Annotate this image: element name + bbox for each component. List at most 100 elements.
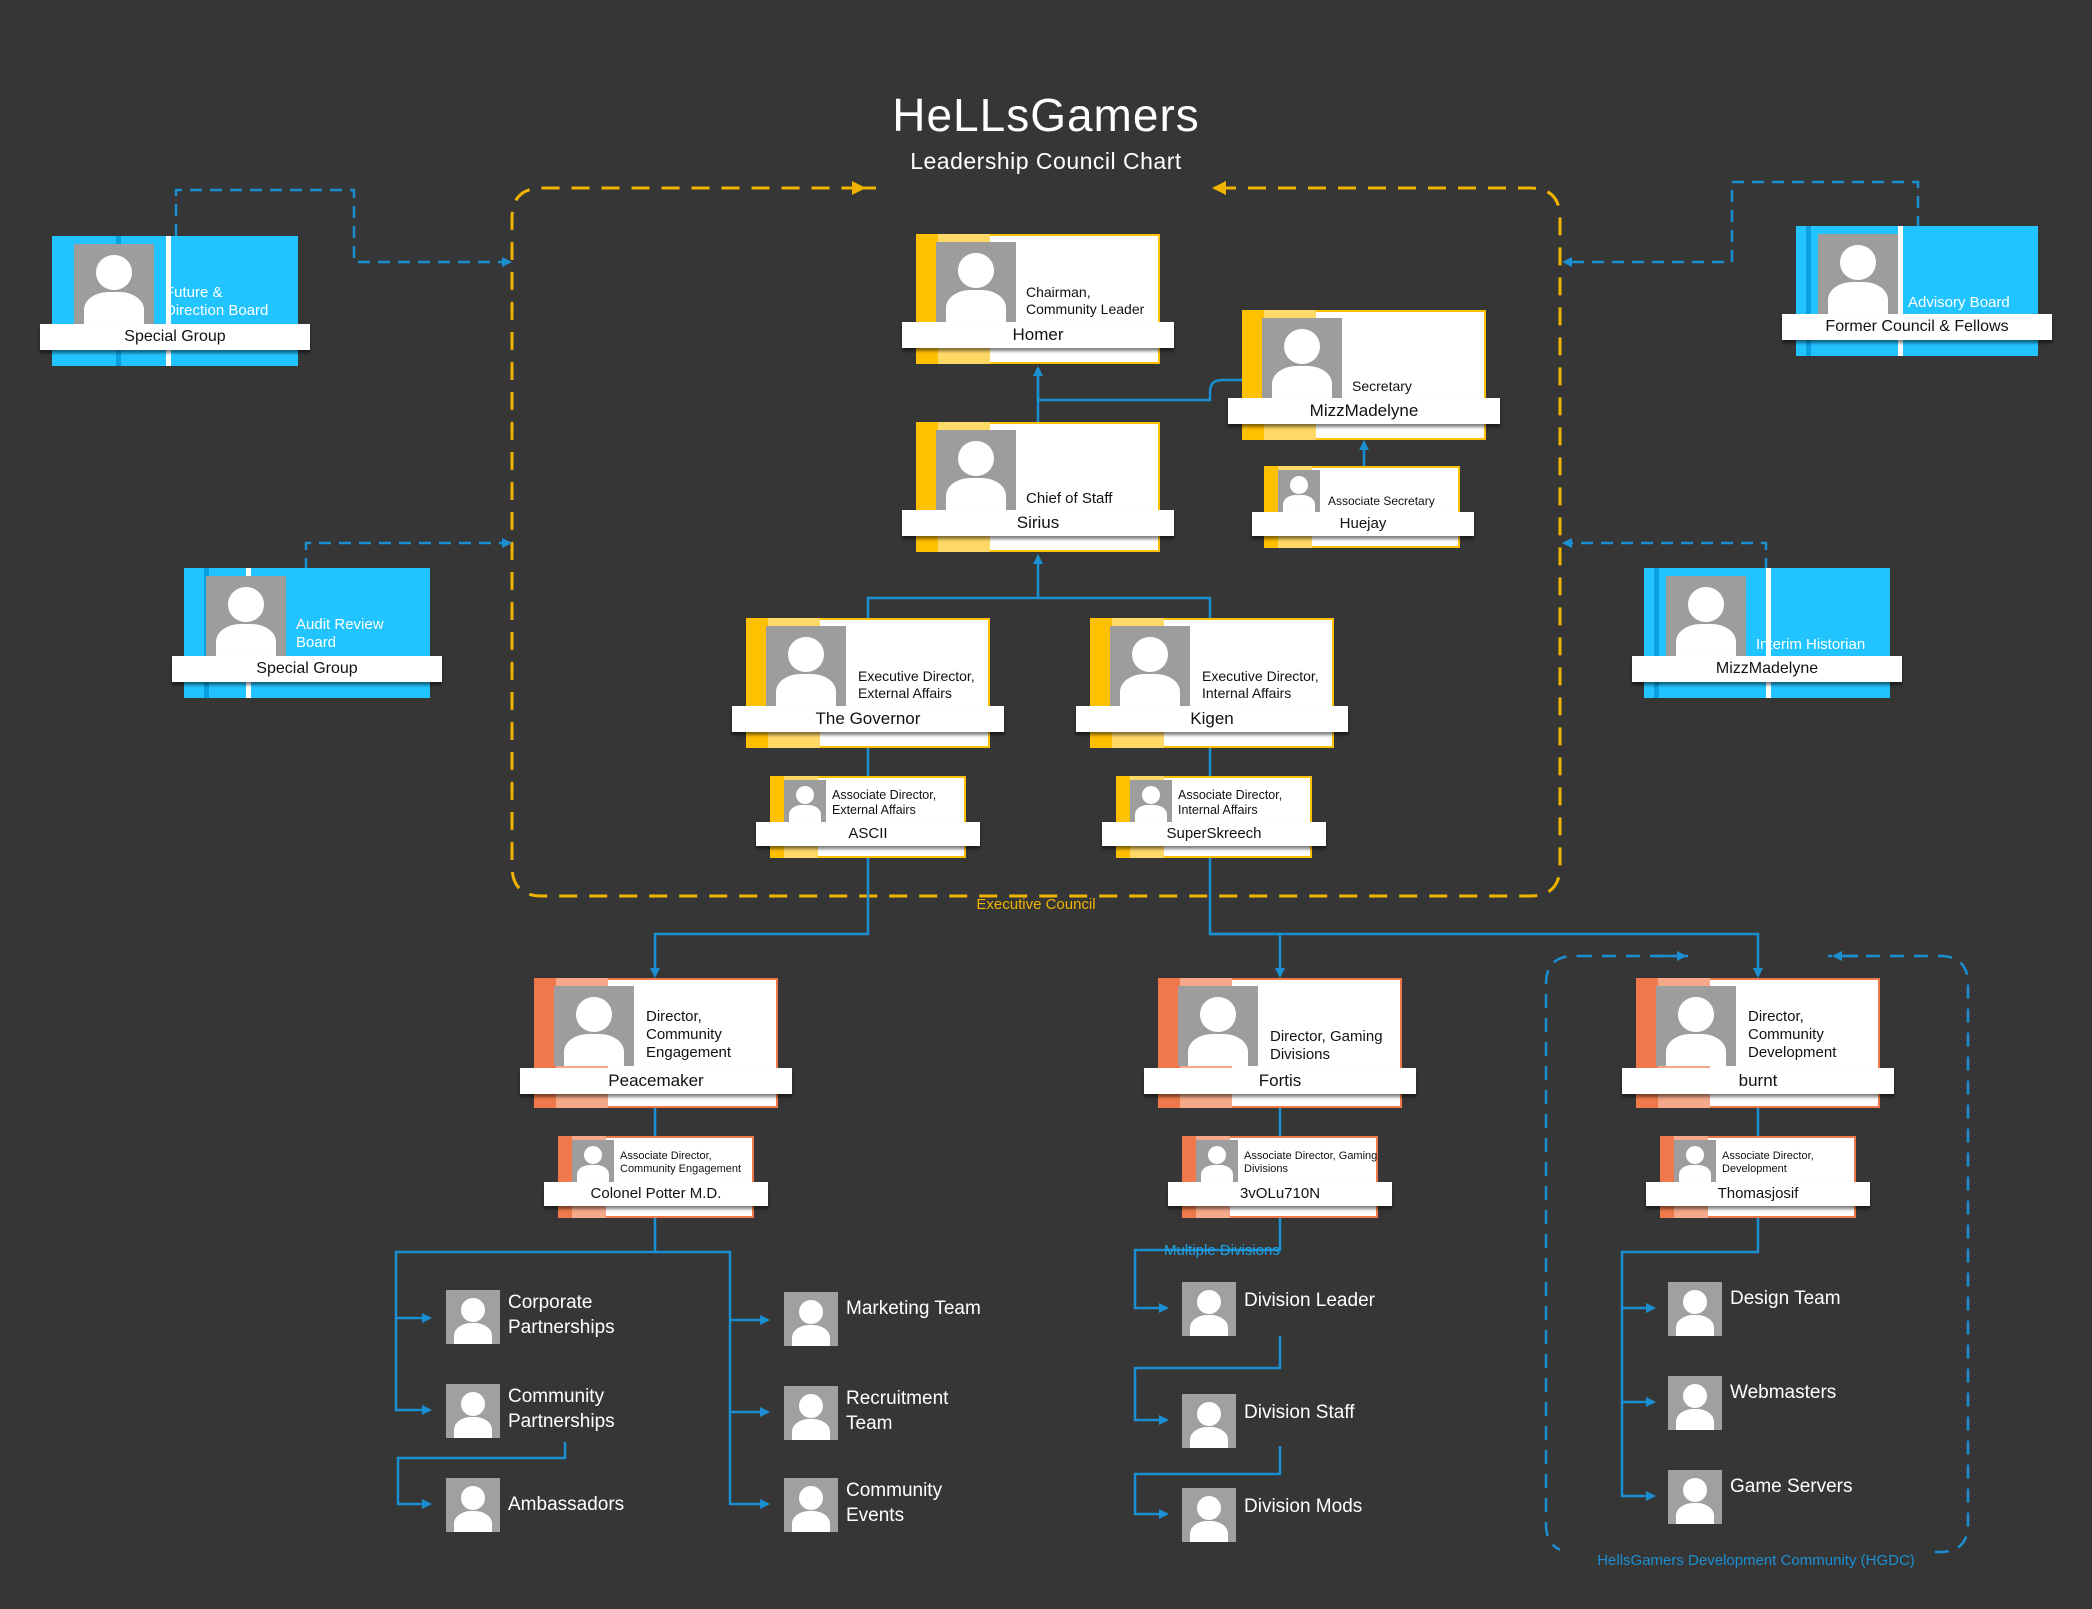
name-label: MizzMadelyne: [1632, 656, 1902, 682]
role-label: Chief of Staff: [1026, 490, 1113, 507]
card-assoc-internal[interactable]: Associate Director, Internal Affairs Sup…: [1102, 776, 1326, 858]
name-label: Special Group: [172, 656, 442, 682]
avatar-icon: [784, 1386, 838, 1440]
avatar-icon: [1130, 780, 1172, 822]
card-chief-of-staff[interactable]: Chief of Staff Sirius: [902, 422, 1174, 552]
avatar-icon: [1182, 1282, 1236, 1336]
avatar-icon: [1668, 1470, 1722, 1524]
hgdc-border: [1544, 954, 1970, 1554]
avatar-icon: [1656, 986, 1736, 1066]
card-dir-engagement[interactable]: Director, Community Engagement Peacemake…: [520, 978, 792, 1108]
team-label: Game Servers: [1730, 1476, 1853, 1497]
avatar-icon: [446, 1478, 500, 1532]
team-label: Design Team: [1730, 1288, 1841, 1309]
avatar-icon: [936, 430, 1016, 510]
role-label: Associate Director, External Affairs: [832, 788, 937, 817]
role-label: Associate Director, Community Engagement: [620, 1150, 742, 1176]
name-label: The Governor: [732, 706, 1004, 732]
multiple-divisions-label: Multiple Divisions: [1164, 1242, 1280, 1259]
card-dir-gaming[interactable]: Director, Gaming Divisions Fortis: [1144, 978, 1416, 1108]
role-label: Chairman, Community Leader: [1026, 284, 1145, 317]
card-secretary[interactable]: Secretary MizzMadelyne: [1228, 310, 1500, 440]
role-label: Director, Gaming Divisions: [1270, 1028, 1383, 1063]
avatar-icon: [1182, 1394, 1236, 1448]
role-label: Executive Director, External Affairs: [858, 668, 975, 701]
name-label: Kigen: [1076, 706, 1348, 732]
name-label: Sirius: [902, 510, 1174, 536]
card-chairman[interactable]: Chairman, Community Leader Homer: [902, 234, 1174, 364]
card-audit-board[interactable]: Audit Review Board Special Group: [172, 568, 442, 698]
avatar-icon: [936, 242, 1016, 322]
name-label: Peacemaker: [520, 1068, 792, 1094]
card-assoc-external[interactable]: Associate Director, External Affairs ASC…: [756, 776, 980, 858]
avatar-icon: [1178, 986, 1258, 1066]
name-label: 3vOLu710N: [1168, 1182, 1392, 1206]
card-exec-external[interactable]: Executive Director, External Affairs The…: [732, 618, 1004, 748]
team-label: Division Staff: [1244, 1402, 1355, 1423]
name-label: MizzMadelyne: [1228, 398, 1500, 424]
avatar-icon: [1668, 1282, 1722, 1336]
avatar-icon: [784, 1478, 838, 1532]
team-label: Corporate Partnerships: [508, 1292, 615, 1338]
team-label: Recruitment Team: [846, 1388, 949, 1434]
role-label: Advisory Board: [1908, 294, 2010, 311]
avatar-icon: [784, 1292, 838, 1346]
card-exec-internal[interactable]: Executive Director, Internal Affairs Kig…: [1076, 618, 1348, 748]
card-interim-historian[interactable]: Interim Historian MizzMadelyne: [1632, 568, 1902, 698]
name-label: SuperSkreech: [1102, 822, 1326, 846]
card-assoc-engagement[interactable]: Associate Director, Community Engagement…: [544, 1136, 768, 1218]
avatar-icon: [1196, 1140, 1238, 1182]
chart-title: HeLLsGamers: [892, 89, 1200, 141]
team-label: Community Events: [846, 1480, 943, 1526]
name-label: burnt: [1622, 1068, 1894, 1094]
avatar-icon: [766, 626, 846, 706]
avatar-icon: [206, 576, 286, 656]
card-assoc-development[interactable]: Associate Director, Development Thomasjo…: [1646, 1136, 1870, 1218]
avatar-icon: [1262, 318, 1342, 398]
avatar-icon: [446, 1290, 500, 1344]
avatar-icon: [572, 1140, 614, 1182]
avatar-icon: [784, 780, 826, 822]
team-label: Marketing Team: [846, 1298, 981, 1319]
avatar-icon: [1110, 626, 1190, 706]
avatar-icon: [74, 244, 154, 324]
card-advisory-board[interactable]: Advisory Board Former Council & Fellows: [1782, 226, 2052, 356]
name-label: Special Group: [40, 324, 310, 350]
role-label: Executive Director, Internal Affairs: [1202, 668, 1319, 701]
name-label: Fortis: [1144, 1068, 1416, 1094]
role-label: Associate Director, Internal Affairs: [1178, 788, 1283, 817]
avatar-icon: [1666, 576, 1746, 656]
role-label: Director, Community Engagement: [646, 1008, 732, 1061]
team-label: Webmasters: [1730, 1382, 1837, 1403]
card-assoc-secretary[interactable]: Associate Secretary Huejay: [1252, 466, 1474, 548]
avatar-icon: [554, 986, 634, 1066]
name-label: Former Council & Fellows: [1782, 314, 2052, 340]
role-label: Director, Community Development: [1748, 1008, 1837, 1061]
card-dir-development[interactable]: Director, Community Development burnt: [1622, 978, 1894, 1108]
executive-council-border: [510, 186, 1562, 898]
avatar-icon: [1668, 1376, 1722, 1430]
team-label: Division Leader: [1244, 1290, 1375, 1311]
name-label: Thomasjosif: [1646, 1182, 1870, 1206]
avatar-icon: [1278, 470, 1320, 512]
role-label: Future & Direction Board: [165, 284, 269, 319]
team-label: Ambassadors: [508, 1494, 625, 1515]
card-assoc-gaming[interactable]: Associate Director, Gaming Divisions 3vO…: [1168, 1136, 1392, 1218]
role-label: Associate Director, Development: [1722, 1150, 1814, 1176]
chart-subtitle: Leadership Council Chart: [910, 148, 1182, 174]
role-label: Interim Historian: [1756, 636, 1866, 653]
card-future-board[interactable]: Future & Direction Board Special Group: [40, 236, 310, 366]
team-label: Division Mods: [1244, 1496, 1363, 1517]
avatar-icon: [1818, 234, 1898, 314]
name-label: Colonel Potter M.D.: [544, 1182, 768, 1206]
executive-council-label: Executive Council: [976, 896, 1096, 913]
name-label: ASCII: [756, 822, 980, 846]
hgdc-label: HellsGamers Development Community (HGDC): [1597, 1552, 1915, 1569]
name-label: Huejay: [1252, 512, 1474, 536]
role-label: Associate Director, Gaming Divisions: [1244, 1150, 1378, 1176]
avatar-icon: [1674, 1140, 1716, 1182]
role-label: Audit Review Board: [296, 616, 384, 651]
name-label: Homer: [902, 322, 1174, 348]
team-label: Community Partnerships: [508, 1386, 615, 1432]
